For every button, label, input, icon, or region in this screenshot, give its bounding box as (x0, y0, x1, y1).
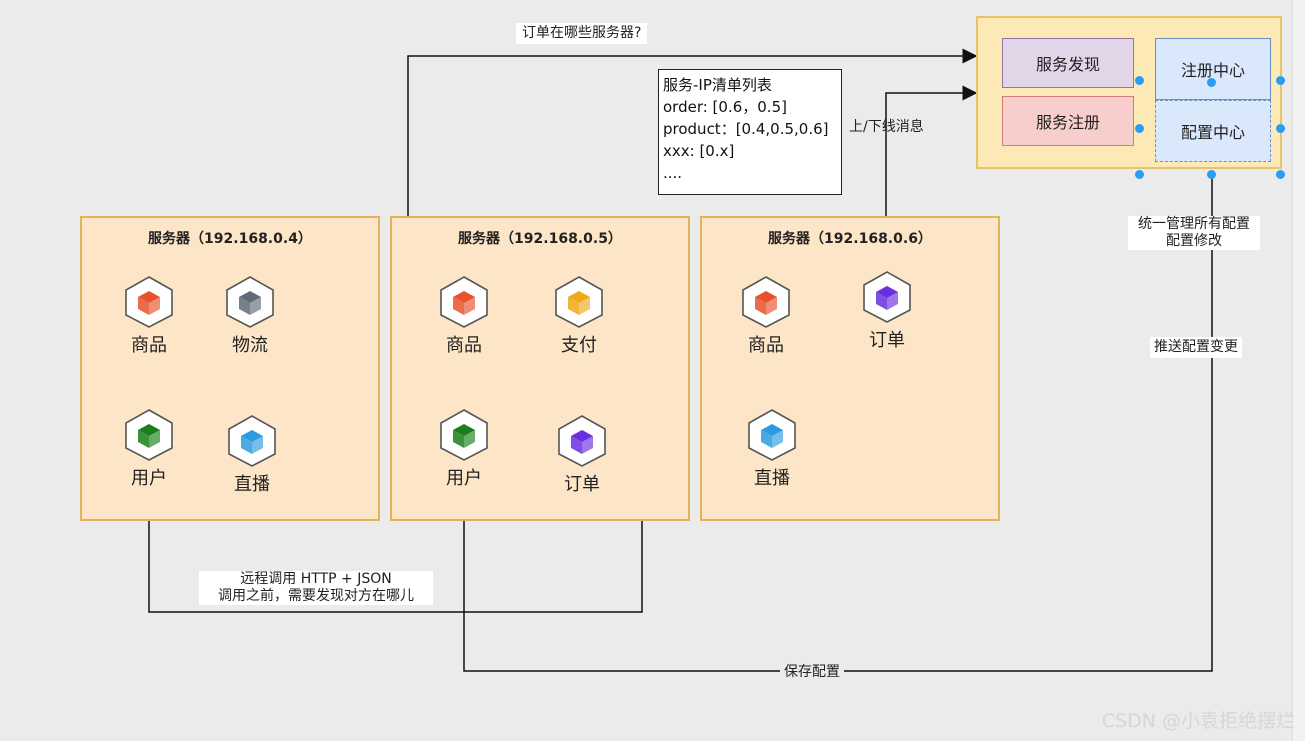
register-center-box[interactable]: 注册中心 (1155, 38, 1271, 100)
service-label: 商品 (748, 335, 784, 356)
service-label: 直播 (754, 468, 790, 489)
service-node[interactable]: 订单 (857, 270, 917, 352)
ip-list-line: product：[0.4,0.5,0.6] (663, 120, 829, 138)
server-title: 服务器（192.168.0.4） (148, 231, 312, 247)
vertical-scrollbar[interactable] (1292, 0, 1305, 741)
selection-handle[interactable] (1276, 76, 1285, 85)
ip-list-line: 服务-IP清单列表 (663, 76, 772, 94)
cube-icon (220, 275, 280, 329)
service-label: 支付 (561, 335, 597, 356)
cube-icon (736, 275, 796, 329)
rpc-label-line: 远程调用 HTTP + JSON (240, 571, 392, 587)
service-label: 直播 (234, 474, 270, 495)
service-node[interactable]: 直播 (222, 414, 282, 496)
service-label: 商品 (446, 335, 482, 356)
service-label: 物流 (232, 335, 268, 356)
selection-handle[interactable] (1135, 124, 1144, 133)
cube-icon (119, 408, 179, 462)
service-node[interactable]: 物流 (220, 275, 280, 357)
config-center-box[interactable]: 配置中心 (1155, 100, 1271, 162)
cube-icon (434, 408, 494, 462)
updown-edge (885, 85, 978, 272)
service-label: 商品 (131, 335, 167, 356)
server-title: 服务器（192.168.0.5） (458, 231, 622, 247)
watermark: CSDN @小袁拒绝摆烂 (1101, 710, 1295, 732)
config-manage-label: 统一管理所有配置 配置修改 (1128, 216, 1260, 250)
selection-handle[interactable] (1135, 76, 1144, 85)
service-node[interactable]: 订单 (552, 414, 612, 496)
server-box-3: 服务器（192.168.0.6） (700, 216, 1000, 521)
service-node[interactable]: 支付 (549, 275, 609, 357)
service-node[interactable]: 商品 (119, 275, 179, 357)
config-manage-line: 统一管理所有配置 (1138, 216, 1250, 232)
ip-list-line: .... (663, 164, 683, 182)
cube-icon (742, 408, 802, 462)
service-node[interactable]: 商品 (736, 275, 796, 357)
service-label: 订单 (564, 474, 600, 495)
service-node[interactable]: 商品 (434, 275, 494, 357)
server-box-1: 服务器（192.168.0.4） (80, 216, 380, 521)
query-edge-label: 订单在哪些服务器? (516, 23, 648, 44)
cube-icon (552, 414, 612, 468)
push-config-label: 推送配置变更 (1150, 337, 1242, 358)
selection-handle[interactable] (1207, 78, 1216, 87)
cube-icon (549, 275, 609, 329)
rpc-edge-label: 远程调用 HTTP + JSON 调用之前，需要发现对方在哪儿 (199, 571, 433, 605)
ip-list-line: order: [0.6，0.5] (663, 98, 787, 116)
selection-handle[interactable] (1135, 170, 1144, 179)
service-label: 用户 (131, 468, 167, 489)
cube-icon (857, 270, 917, 324)
service-registration-box[interactable]: 服务注册 (1002, 96, 1134, 146)
cube-icon (119, 275, 179, 329)
server-box-2: 服务器（192.168.0.5） (390, 216, 690, 521)
registry-container[interactable]: 服务发现 服务注册 注册中心 配置中心 (976, 16, 1282, 169)
cube-icon (222, 414, 282, 468)
service-node[interactable]: 直播 (742, 408, 802, 490)
server-title: 服务器（192.168.0.6） (768, 231, 932, 247)
ip-list-box[interactable]: 服务-IP清单列表 order: [0.6，0.5] product：[0.4,… (658, 69, 842, 195)
service-label: 订单 (869, 330, 905, 351)
save-config-label: 保存配置 (780, 664, 844, 681)
ip-list-line: xxx: [0.x] (663, 142, 735, 160)
service-node[interactable]: 用户 (434, 408, 494, 490)
rpc-label-line: 调用之前，需要发现对方在哪儿 (218, 588, 414, 604)
selection-handle[interactable] (1207, 170, 1216, 179)
service-node[interactable]: 用户 (119, 408, 179, 490)
updown-edge-label: 上/下线消息 (849, 119, 924, 135)
selection-handle[interactable] (1276, 170, 1285, 179)
cube-icon (434, 275, 494, 329)
selection-handle[interactable] (1276, 124, 1285, 133)
service-discovery-box[interactable]: 服务发现 (1002, 38, 1134, 88)
service-label: 用户 (446, 468, 482, 489)
config-manage-line: 配置修改 (1166, 233, 1222, 249)
